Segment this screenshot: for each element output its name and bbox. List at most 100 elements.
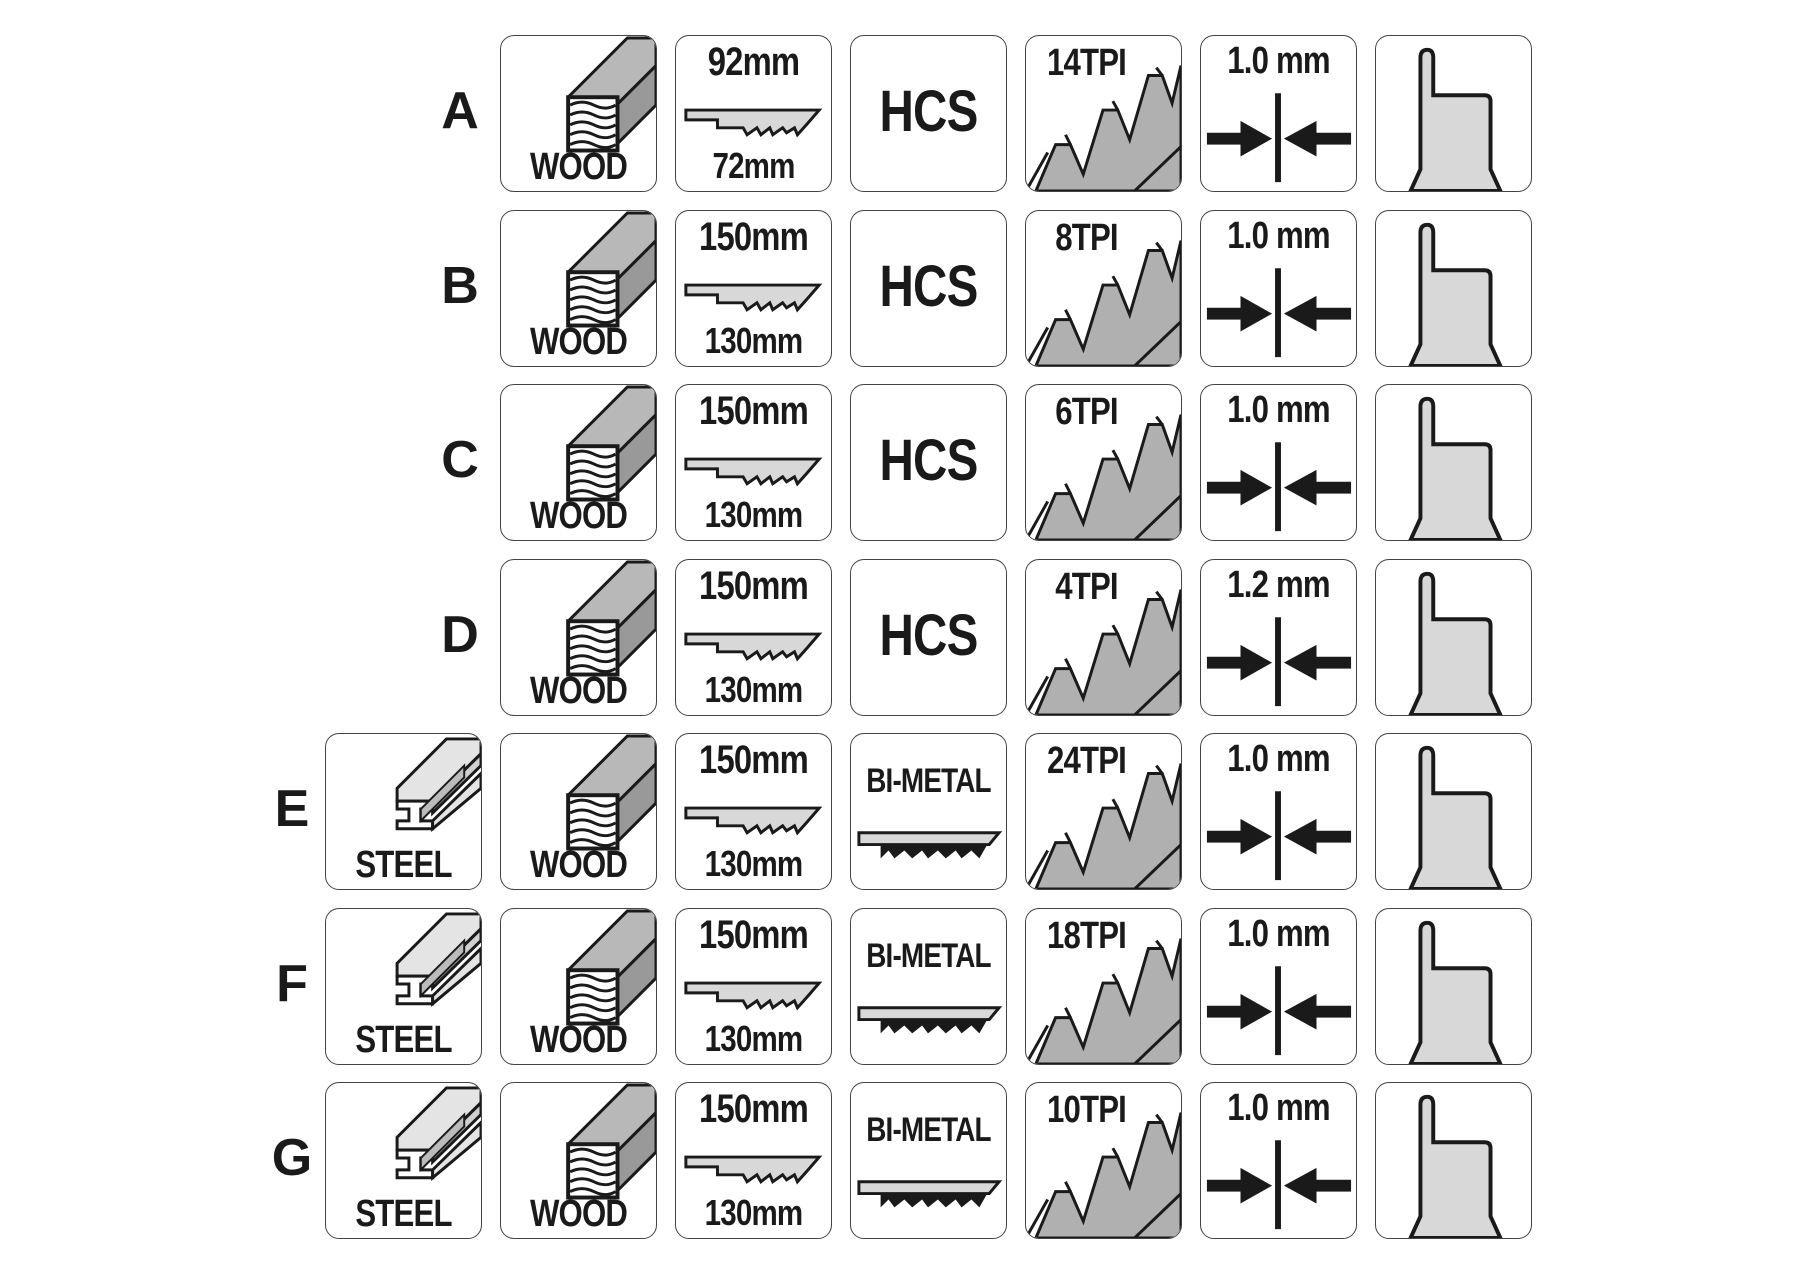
thickness-arrows-icon	[1206, 93, 1352, 183]
blade-length: 150mm	[699, 564, 809, 608]
working-length: 130mm	[704, 669, 803, 710]
shank-tile	[1375, 384, 1532, 541]
wood-beam-icon	[566, 734, 656, 852]
thickness-arrows-icon	[1206, 442, 1352, 532]
teeth-per-inch: 14TPI	[1046, 42, 1127, 84]
steel-material-tile: STEEL	[325, 733, 482, 890]
blade-steel-type: HCS	[879, 254, 979, 319]
saw-blade-icon	[684, 108, 823, 138]
thickness-tile: 1.0 mm	[1200, 35, 1357, 192]
blade-thickness: 1.2 mm	[1227, 564, 1330, 606]
shank-tile	[1375, 733, 1532, 890]
blade-steel-tile: HCS	[850, 35, 1007, 192]
wood-material-tile: WOOD	[500, 733, 657, 890]
blade-length-tile: 150mm 130mm	[675, 1082, 832, 1239]
steel-i-beam-icon	[395, 912, 481, 1007]
t-shank-icon	[1408, 1094, 1503, 1238]
blade-length: 150mm	[699, 913, 809, 957]
teeth-profile-icon	[1026, 938, 1181, 1064]
row-label: G	[271, 1129, 313, 1187]
saw-blade-icon	[684, 1155, 823, 1185]
thickness-arrows-icon	[1206, 1140, 1352, 1230]
blade-length-tile: 150mm 130mm	[675, 210, 832, 367]
shank-tile	[1375, 908, 1532, 1065]
wood-label: WOOD	[529, 670, 628, 712]
thickness-tile: 1.0 mm	[1200, 733, 1357, 890]
teeth-per-inch: 24TPI	[1046, 740, 1127, 782]
blade-steel-type: HCS	[879, 428, 979, 493]
steel-material-tile: STEEL	[325, 908, 482, 1065]
t-shank-icon	[1408, 571, 1503, 715]
blade-length: 92mm	[707, 40, 800, 84]
blade-length: 150mm	[699, 1087, 809, 1131]
thickness-tile: 1.0 mm	[1200, 384, 1357, 541]
teeth-per-inch: 4TPI	[1055, 566, 1118, 608]
wood-material-tile: WOOD	[500, 384, 657, 541]
wood-material-tile: WOOD	[500, 1082, 657, 1239]
bimetal-blade-icon	[857, 831, 1003, 859]
saw-blade-icon	[684, 457, 823, 487]
wood-beam-icon	[566, 211, 656, 329]
blade-steel-type: BI-METAL	[866, 762, 991, 800]
t-shank-icon	[1408, 222, 1503, 366]
blade-thickness: 1.0 mm	[1227, 913, 1330, 955]
thickness-arrows-icon	[1206, 617, 1352, 707]
t-shank-icon	[1408, 920, 1503, 1064]
steel-label: STEEL	[355, 1019, 452, 1061]
tpi-tile: 18TPI	[1025, 908, 1182, 1065]
shank-tile	[1375, 559, 1532, 716]
working-length: 130mm	[704, 1018, 803, 1059]
teeth-profile-icon	[1026, 65, 1181, 191]
tpi-tile: 8TPI	[1025, 210, 1182, 367]
bimetal-blade-icon	[857, 1180, 1003, 1208]
blade-steel-tile: HCS	[850, 559, 1007, 716]
blade-length: 150mm	[699, 215, 809, 259]
blade-thickness: 1.0 mm	[1227, 215, 1330, 257]
tpi-tile: 24TPI	[1025, 733, 1182, 890]
blade-length-tile: 150mm 130mm	[675, 733, 832, 890]
blade-steel-type: BI-METAL	[866, 1111, 991, 1149]
working-length: 72mm	[712, 145, 795, 186]
saw-blade-icon	[684, 632, 823, 662]
thickness-tile: 1.2 mm	[1200, 559, 1357, 716]
working-length: 130mm	[704, 1192, 803, 1233]
steel-material-tile: STEEL	[325, 1082, 482, 1239]
blade-steel-tile: HCS	[850, 384, 1007, 541]
steel-label: STEEL	[355, 1193, 452, 1235]
wood-beam-icon	[566, 560, 656, 678]
teeth-profile-icon	[1026, 1112, 1181, 1238]
working-length: 130mm	[704, 843, 803, 884]
saw-blade-icon	[684, 981, 823, 1011]
blade-steel-type: HCS	[879, 79, 979, 144]
wood-beam-icon	[566, 385, 656, 503]
blade-thickness: 1.0 mm	[1227, 1087, 1330, 1129]
row-label: E	[274, 780, 310, 838]
tpi-tile: 10TPI	[1025, 1082, 1182, 1239]
teeth-per-inch: 18TPI	[1046, 915, 1127, 957]
blade-thickness: 1.0 mm	[1227, 40, 1330, 82]
wood-label: WOOD	[529, 844, 628, 886]
wood-material-tile: WOOD	[500, 210, 657, 367]
thickness-tile: 1.0 mm	[1200, 1082, 1357, 1239]
blade-steel-tile: BI-METAL	[850, 908, 1007, 1065]
blade-length-tile: 92mm 72mm	[675, 35, 832, 192]
steel-i-beam-icon	[395, 737, 481, 832]
wood-label: WOOD	[529, 146, 628, 188]
wood-beam-icon	[566, 1083, 656, 1201]
blade-steel-tile: BI-METAL	[850, 1082, 1007, 1239]
saw-blade-icon	[684, 806, 823, 836]
teeth-per-inch: 6TPI	[1055, 391, 1118, 433]
thickness-arrows-icon	[1206, 791, 1352, 881]
teeth-per-inch: 8TPI	[1055, 217, 1118, 259]
blade-length: 150mm	[699, 389, 809, 433]
working-length: 130mm	[704, 320, 803, 361]
blade-length: 150mm	[699, 738, 809, 782]
thickness-tile: 1.0 mm	[1200, 210, 1357, 367]
row-label: F	[276, 955, 308, 1013]
working-length: 130mm	[704, 494, 803, 535]
shank-tile	[1375, 1082, 1532, 1239]
row-label: D	[441, 606, 479, 664]
blade-steel-tile: HCS	[850, 210, 1007, 367]
wood-material-tile: WOOD	[500, 35, 657, 192]
blade-length-tile: 150mm 130mm	[675, 384, 832, 541]
